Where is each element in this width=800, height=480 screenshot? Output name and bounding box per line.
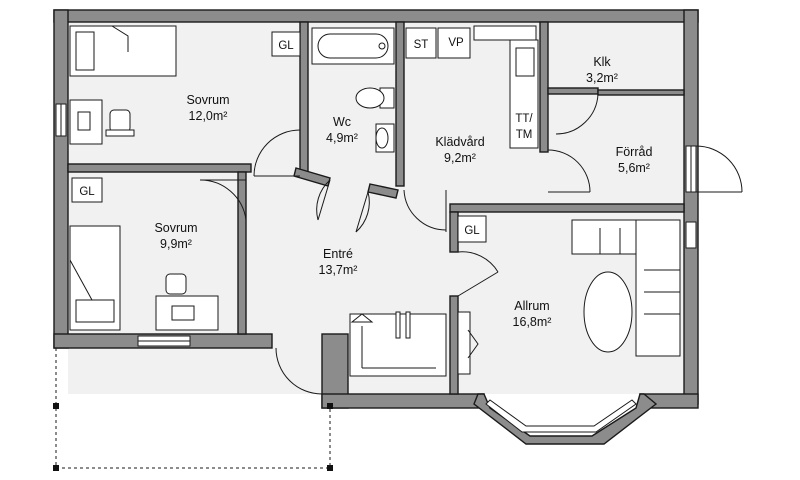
door-swings (199, 93, 743, 395)
svg-text:16,8m²: 16,8m² (513, 315, 552, 329)
desk-bedroom-1 (69, 99, 135, 145)
terrace-outline (53, 348, 333, 471)
svg-text:Allrum: Allrum (514, 299, 549, 313)
sink (375, 123, 395, 153)
svg-text:12,0m²: 12,0m² (189, 109, 228, 123)
svg-text:Sovrum: Sovrum (186, 93, 229, 107)
room-label-entre: Entré 13,7m² (319, 247, 358, 277)
tv-bench (457, 311, 479, 375)
st-tag: ST (414, 39, 429, 51)
svg-text:GL: GL (79, 186, 95, 198)
svg-text:Förråd: Förråd (616, 145, 653, 159)
desk-bedroom-2 (155, 273, 219, 331)
room-label-kladvard: Klädvård 9,2m² (435, 135, 484, 165)
bed-bedroom-2 (69, 225, 121, 331)
svg-text:Wc: Wc (333, 115, 351, 129)
coffee-table (583, 271, 633, 353)
room-label-wc: Wc 4,9m² (326, 115, 358, 145)
svg-text:Sovrum: Sovrum (154, 221, 197, 235)
outer-walls (53, 9, 699, 409)
svg-text:GL: GL (464, 225, 480, 237)
room-label-klk: Klk 3,2m² (586, 55, 618, 85)
svg-text:5,6m²: 5,6m² (618, 161, 650, 175)
bathtub (311, 27, 395, 65)
gl-tag-2: GL (71, 177, 103, 203)
svg-text:3,2m²: 3,2m² (586, 71, 618, 85)
sofa (571, 219, 681, 357)
gl-tag-1: GL (271, 31, 301, 57)
bed-bedroom-1 (69, 25, 177, 77)
room-label-sovrum-2: Sovrum 9,9m² (154, 221, 197, 251)
bay-window (473, 393, 658, 445)
svg-text:Klk: Klk (593, 55, 611, 69)
laundry-cabinets (405, 25, 539, 149)
svg-text:TM: TM (516, 129, 533, 141)
windows (55, 103, 697, 347)
svg-text:Entré: Entré (323, 247, 353, 261)
interior-walls (67, 21, 685, 395)
svg-text:GL: GL (278, 40, 294, 52)
svg-text:4,9m²: 4,9m² (326, 131, 358, 145)
room-label-allrum: Allrum 16,8m² (513, 299, 552, 329)
vp-tag: VP (448, 37, 464, 49)
svg-text:Klädvård: Klädvård (435, 135, 484, 149)
tt-tm-tag: TT/ TM (515, 113, 533, 141)
svg-text:9,9m²: 9,9m² (160, 237, 192, 251)
svg-text:9,2m²: 9,2m² (444, 151, 476, 165)
gl-tag-3: GL (457, 215, 487, 243)
wardrobe (349, 311, 447, 377)
room-label-forrad: Förråd 5,6m² (616, 145, 653, 175)
svg-text:13,7m²: 13,7m² (319, 263, 358, 277)
svg-text:TT/: TT/ (515, 113, 533, 125)
room-label-sovrum-1: Sovrum 12,0m² (186, 93, 229, 123)
toilet (355, 87, 395, 109)
